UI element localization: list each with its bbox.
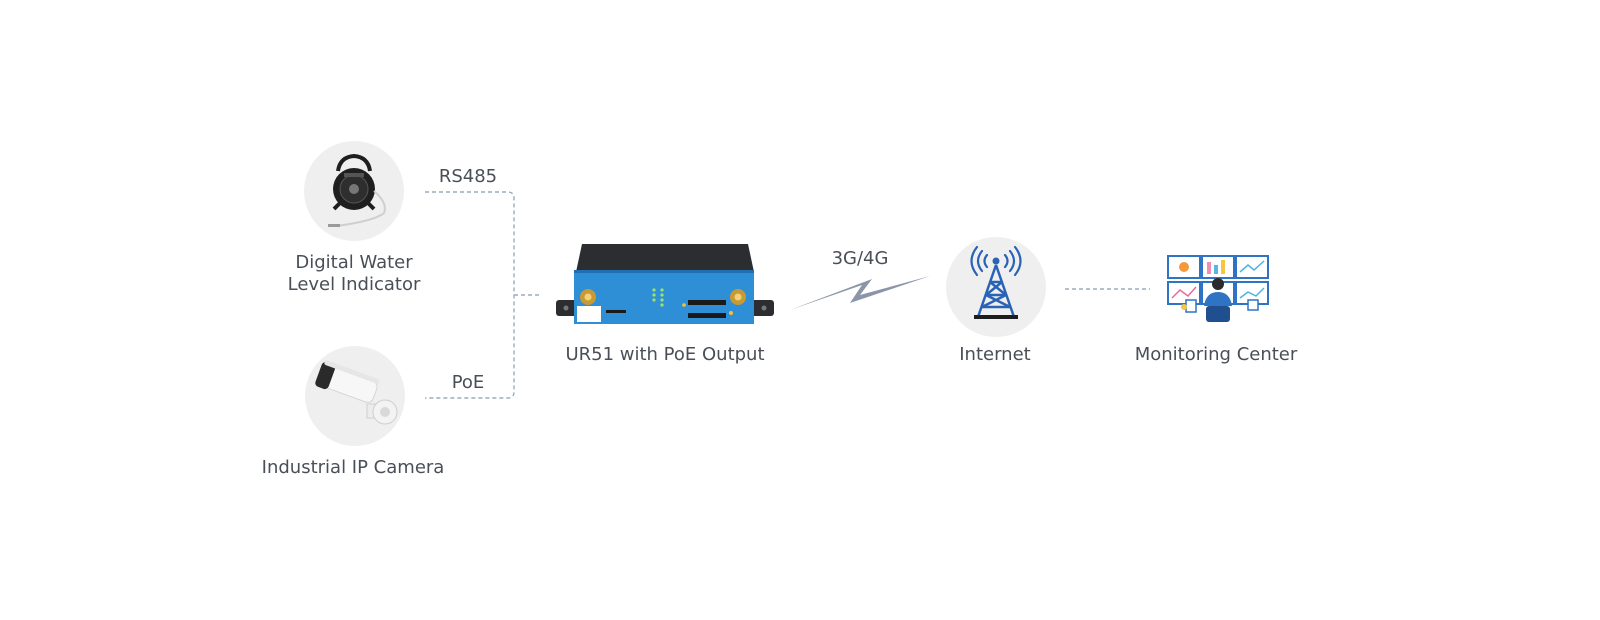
ip-camera-label: Industrial IP Camera	[261, 457, 445, 478]
water-level-indicator-label-line2: Level Indicator	[287, 274, 421, 295]
internet-circle	[946, 237, 1046, 337]
internet-label: Internet	[959, 344, 1031, 365]
water-level-reel-icon	[328, 153, 386, 227]
poe-link-label: PoE	[451, 372, 485, 393]
monitoring-center-label: Monitoring Center	[1134, 344, 1298, 365]
water-level-indicator-circle	[304, 141, 404, 241]
cellular-signal-bolt	[790, 276, 930, 310]
ip-camera-icon	[315, 360, 398, 425]
water-level-indicator-label-line1: Digital Water	[295, 252, 413, 273]
ip-camera-circle	[305, 346, 405, 446]
rs485-link-label: RS485	[438, 166, 498, 187]
router-label: UR51 with PoE Output	[565, 344, 765, 365]
cell-tower-icon	[970, 245, 1022, 319]
cellular-link-label: 3G/4G	[831, 248, 889, 269]
